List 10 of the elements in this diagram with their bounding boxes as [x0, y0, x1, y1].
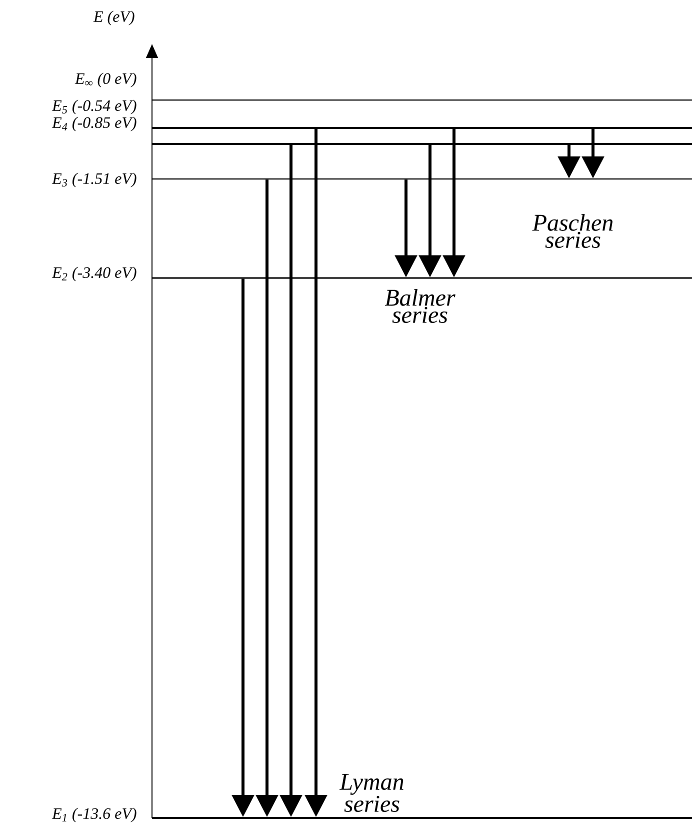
- series-label: Lyman series: [339, 774, 404, 812]
- level-label: E$_{3}$ (-1.51 eV): [52, 172, 136, 188]
- series-label: Balmer series: [384, 288, 456, 323]
- level-label: E$_{5}$ (-0.54 eV): [52, 100, 136, 114]
- axis-label: E (eV): [93, 10, 134, 26]
- series-label: Paschen series: [532, 214, 613, 248]
- level-label: E$_{2}$ (-3.40 eV): [52, 266, 136, 282]
- level-label: E$_{1}$ (-13.6 eV): [52, 808, 136, 822]
- level-label: E$_{4}$ (-0.85 eV): [52, 116, 136, 132]
- level-label: E$_{∞}$ (0 eV): [74, 72, 136, 88]
